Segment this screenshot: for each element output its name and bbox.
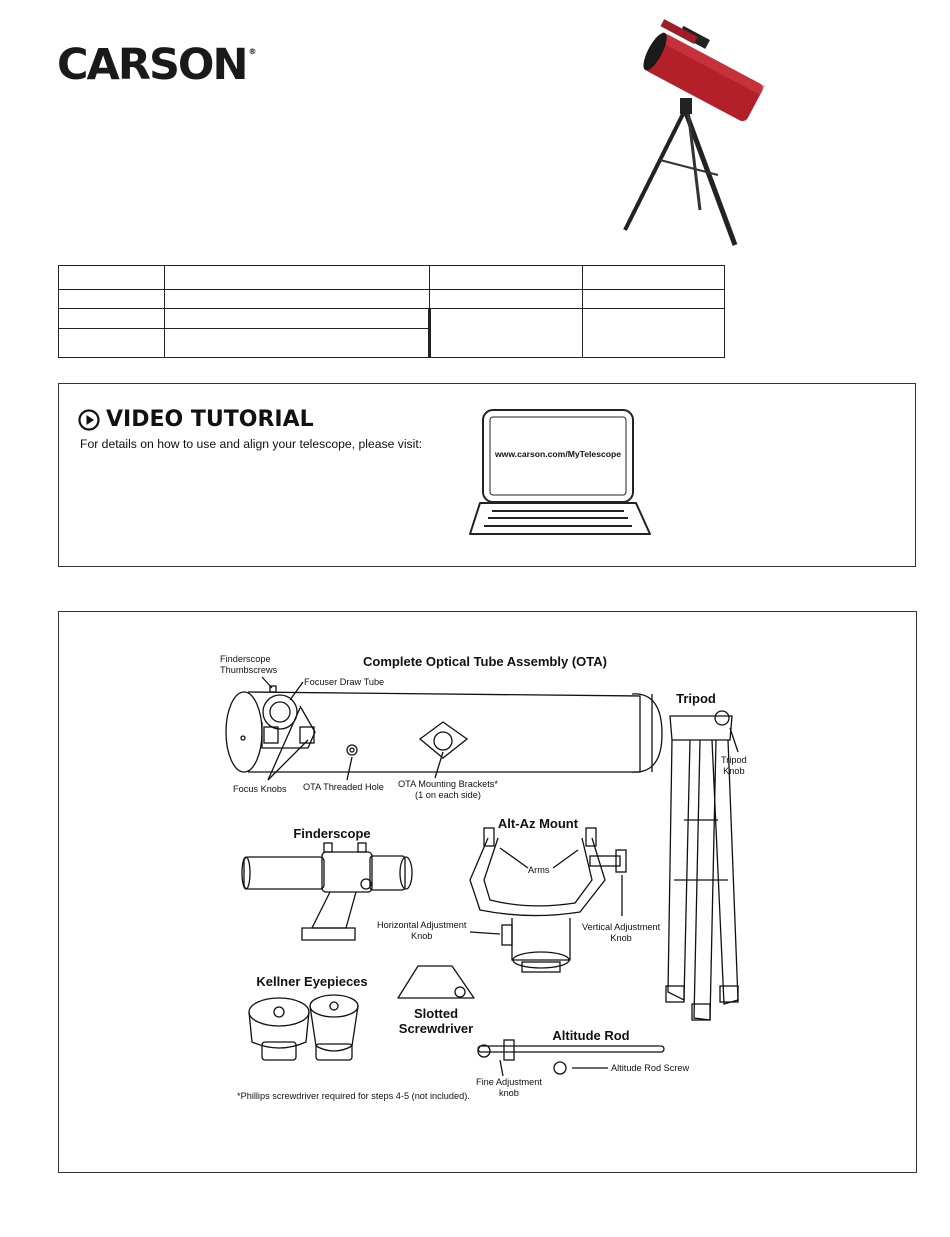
- kellner-title: Kellner Eyepieces: [256, 974, 368, 989]
- label-line: Thumbscrews: [220, 665, 278, 675]
- carson-logo: CARSON®: [57, 44, 257, 87]
- ota-mounting-brackets-label: OTA Mounting Brackets* (1 on each side): [398, 779, 498, 801]
- tripod-drawing: [665, 710, 739, 1021]
- spec-table: [58, 265, 725, 358]
- tripod-knob-label: Tripod Knob: [721, 755, 747, 777]
- tutorial-url-link[interactable]: www.carson.com/MyTelescope: [494, 449, 622, 459]
- ota-threaded-hole-label: OTA Threaded Hole: [303, 782, 384, 792]
- focuser-draw-tube-label: Focuser Draw Tube: [304, 677, 385, 687]
- label-line: Tripod: [721, 755, 747, 765]
- label-line: knob: [498, 1088, 519, 1098]
- label-line: Slotted: [413, 1006, 459, 1021]
- focus-knobs-label: Focus Knobs: [233, 784, 287, 794]
- ota-title: Complete Optical Tube Assembly (OTA): [363, 654, 607, 669]
- parts-box: [58, 611, 917, 1173]
- label-line: (1 on each side): [415, 790, 481, 800]
- ota-drawing: [225, 676, 663, 781]
- label-line: Knob: [410, 931, 433, 941]
- play-icon: [78, 408, 100, 431]
- spec-cell: [58, 328, 165, 358]
- vertical-knob-label: Vertical Adjustment Knob: [582, 922, 660, 944]
- arms-label: Arms: [528, 865, 550, 875]
- laptop-icon: [469, 409, 651, 535]
- video-tutorial-box: [58, 383, 916, 567]
- label-line: Fine Adjustment: [476, 1077, 542, 1087]
- registered-mark: ®: [248, 47, 257, 56]
- label-line: Knob: [610, 933, 632, 943]
- label-line: Finderscope: [220, 654, 271, 664]
- spec-cell: [429, 265, 583, 290]
- altitude-rod-screw-label: Altitude Rod Screw: [611, 1063, 690, 1073]
- horizontal-knob-label: Horizontal Adjustment Knob: [377, 920, 466, 942]
- video-tutorial-title: VIDEO TUTORIAL: [106, 407, 314, 432]
- altaz-mount-drawing: [469, 827, 627, 973]
- altaz-title: Alt-Az Mount: [497, 816, 579, 831]
- spec-cell: [582, 265, 725, 290]
- video-tutorial-heading: VIDEO TUTORIAL: [78, 407, 314, 432]
- label-line: Horizontal Adjustment: [377, 920, 467, 930]
- finderscope-drawing: [241, 842, 413, 941]
- spec-cell: [428, 308, 583, 358]
- label-line: Knob: [723, 766, 745, 776]
- label-line: Screwdriver: [398, 1021, 474, 1036]
- finderscope-thumbscrews-label: Finderscope Thumbscrews: [220, 654, 277, 676]
- screwdriver-drawing: [397, 965, 475, 999]
- label-line: Vertical Adjustment: [582, 922, 661, 932]
- phillips-note: *Phillips screwdriver required for steps…: [237, 1091, 470, 1101]
- brand-name: CARSON: [57, 40, 248, 90]
- tripod-title: Tripod: [676, 691, 716, 706]
- eyepieces-drawing: [248, 994, 359, 1061]
- telescope-product-image: [623, 19, 765, 246]
- spec-cell: [582, 308, 725, 358]
- label-line: OTA Mounting Brackets*: [398, 779, 498, 789]
- spec-cell: [164, 328, 430, 358]
- finderscope-title: Finderscope: [293, 826, 371, 841]
- altitude-rod-drawing: [477, 1039, 665, 1077]
- fine-adjustment-label: Fine Adjustment knob: [476, 1077, 542, 1099]
- video-tutorial-text: For details on how to use and align your…: [80, 437, 423, 451]
- spec-cell: [164, 265, 430, 290]
- altitude-rod-title: Altitude Rod: [552, 1028, 630, 1043]
- screwdriver-title: Slotted Screwdriver: [392, 1006, 480, 1036]
